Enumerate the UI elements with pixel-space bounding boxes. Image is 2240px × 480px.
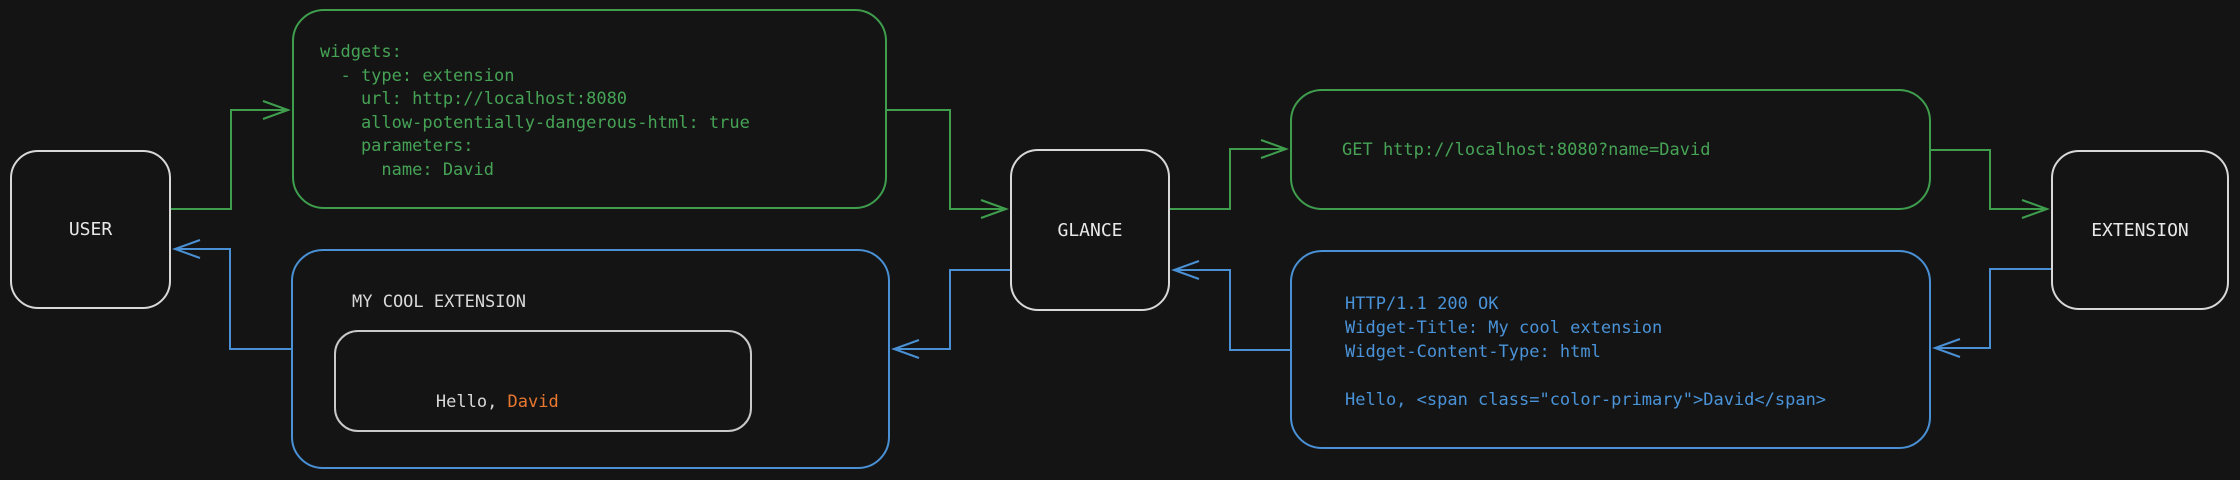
arrowhead-extension bbox=[2021, 199, 2050, 219]
widget-preview-box: MY COOL EXTENSION Hello, David bbox=[291, 249, 890, 469]
arrowhead-preview bbox=[891, 339, 920, 359]
node-extension-label: EXTENSION bbox=[2091, 219, 2189, 241]
node-user: USER bbox=[10, 150, 171, 309]
http-request-text: GET http://localhost:8080?name=David bbox=[1342, 139, 1711, 160]
http-response-text: HTTP/1.1 200 OK Widget-Title: My cool ex… bbox=[1345, 294, 1827, 410]
connector-request-to-extension bbox=[1931, 149, 2047, 210]
node-extension: EXTENSION bbox=[2051, 150, 2229, 310]
widget-preview-title: MY COOL EXTENSION bbox=[352, 292, 526, 312]
node-user-label: USER bbox=[68, 219, 113, 240]
widget-preview-card: Hello, David bbox=[334, 330, 752, 432]
connector-config-to-glance bbox=[887, 109, 1006, 210]
config-yaml-box: widgets: - type: extension url: http://l… bbox=[292, 9, 887, 209]
greeting-prefix: Hello, bbox=[435, 392, 508, 412]
arrowhead-response bbox=[1932, 338, 1961, 358]
greeting-name: David bbox=[507, 392, 559, 412]
arrowhead-glance-request bbox=[980, 199, 1009, 219]
widget-greeting: Hello, David bbox=[354, 372, 559, 432]
connector-extension-to-response bbox=[1935, 268, 2051, 349]
arrowhead-user bbox=[172, 239, 201, 259]
connector-response-to-glance bbox=[1174, 269, 1290, 351]
config-yaml-text: widgets: - type: extension url: http://l… bbox=[320, 42, 750, 180]
arrowhead-request bbox=[1260, 139, 1289, 159]
connector-user-to-config bbox=[171, 109, 288, 210]
http-request-box: GET http://localhost:8080?name=David bbox=[1290, 89, 1931, 210]
arrowhead-config bbox=[262, 100, 291, 120]
node-glance-label: GLANCE bbox=[1057, 219, 1123, 241]
connector-glance-to-request bbox=[1170, 148, 1286, 210]
connector-preview-to-user bbox=[175, 248, 291, 350]
http-response-box: HTTP/1.1 200 OK Widget-Title: My cool ex… bbox=[1290, 250, 1931, 449]
arrowhead-glance-response bbox=[1171, 260, 1200, 280]
connector-glance-to-preview bbox=[894, 269, 1010, 350]
node-glance: GLANCE bbox=[1010, 149, 1170, 311]
